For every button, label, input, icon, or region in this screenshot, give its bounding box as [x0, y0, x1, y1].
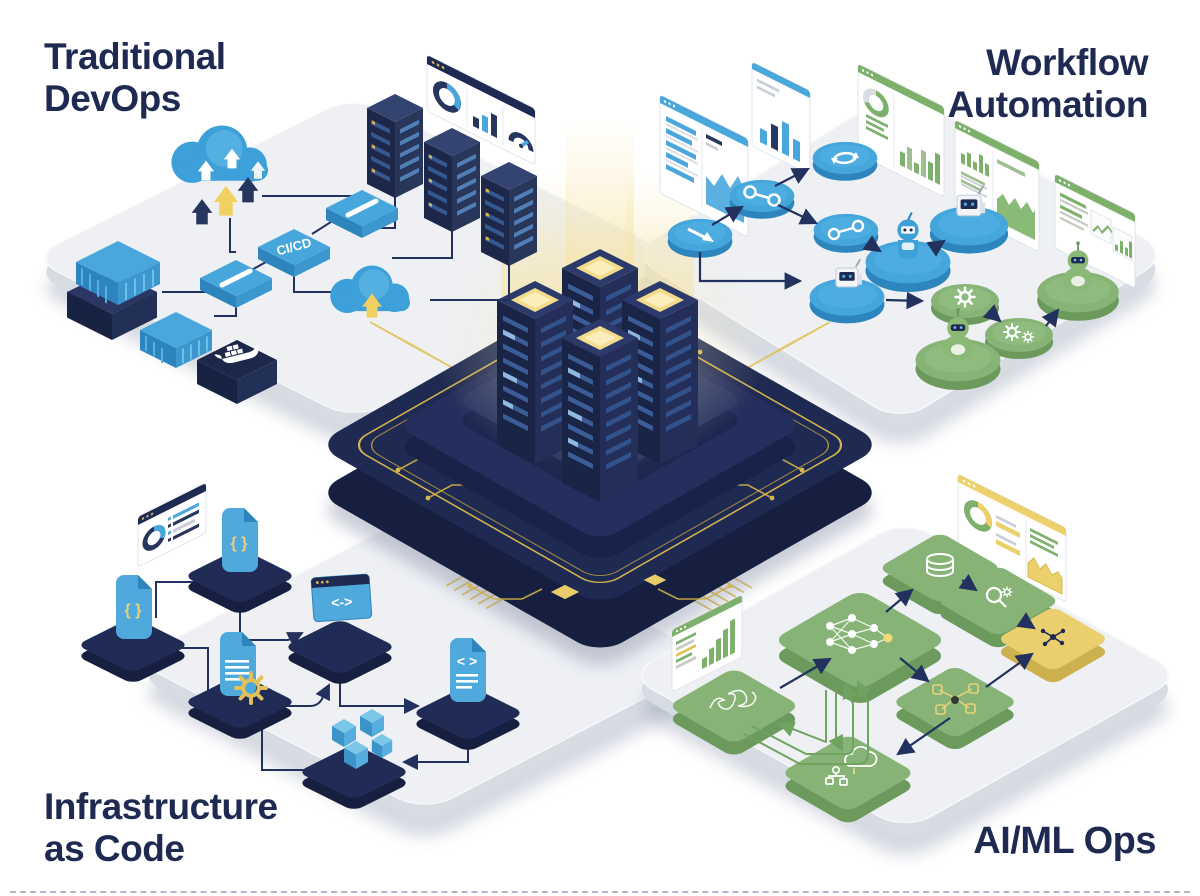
document-gear-icon — [220, 632, 268, 705]
module-dash — [219, 268, 253, 288]
server-tower-front — [562, 319, 638, 502]
step-chain-disc — [813, 213, 879, 253]
config-file-icon: { } — [222, 508, 258, 572]
label-line: DevOps — [44, 78, 181, 120]
ml-tiles — [672, 534, 1106, 823]
quadrant-workflow-automation — [659, 62, 1136, 390]
bottom-divider — [10, 891, 1190, 893]
terminal-window-icon: <-> — [310, 573, 373, 623]
step-arrow-disc — [667, 218, 733, 258]
progress-list — [666, 116, 698, 184]
chain-icon — [827, 219, 865, 241]
iac-connectors — [155, 581, 469, 771]
label-ai-ml-ops: AI/ML Ops — [973, 820, 1156, 863]
green-dashboard — [857, 64, 945, 197]
search-tuning-icon — [985, 586, 1013, 608]
bar-chart — [702, 618, 735, 669]
docker-container-icon — [197, 339, 277, 404]
list-rows — [168, 502, 199, 542]
terminal-glyph: <-> — [331, 593, 353, 610]
ml-cloud-icon — [825, 745, 878, 786]
neural-network-icon — [826, 614, 893, 654]
label-line: Automation — [947, 84, 1148, 126]
braces-glyph: { } — [231, 535, 248, 552]
pedestal — [81, 550, 520, 809]
analytics-panel — [751, 62, 811, 175]
server-rack-icon — [481, 162, 537, 266]
mlops-green-links — [743, 680, 872, 765]
green-dashboard — [1054, 174, 1136, 288]
label-traditional-devops: Traditional DevOps — [44, 36, 226, 120]
angle-glyph: < > — [457, 653, 477, 669]
label-infrastructure-as-code: Infrastructure as Code — [44, 786, 278, 870]
quadrant-ai-ml-ops — [671, 474, 1106, 823]
arrow-icon — [687, 227, 714, 242]
yellow-metrics-dashboard — [957, 474, 1067, 602]
quadrant-traditional-devops: CI/CD — [67, 55, 537, 404]
metrics-dashboard — [426, 55, 536, 165]
workflow-arrows — [698, 167, 1060, 328]
gauge-icon — [508, 132, 534, 153]
mini-bars — [1115, 240, 1132, 259]
cloud-upload-icon — [171, 125, 268, 183]
module-dash — [345, 198, 379, 218]
line-chart — [1092, 225, 1113, 234]
wave-chart — [1027, 557, 1063, 595]
server-tower-left — [497, 281, 573, 464]
shipping-container-icon — [140, 312, 212, 368]
config-file-icon: { } — [116, 575, 152, 639]
mlops-arrows — [779, 573, 1036, 756]
label-line: as Code — [44, 828, 185, 870]
label-line: Infrastructure — [44, 786, 278, 827]
container-stack-icon — [67, 241, 160, 340]
cicd-module: CI/CD — [258, 229, 330, 277]
step-link-disc — [729, 179, 795, 219]
step-refresh-disc — [812, 141, 878, 181]
feature-graph-icon — [1040, 628, 1066, 647]
braces-glyph: { } — [125, 602, 142, 619]
label-line: AI/ML Ops — [973, 820, 1156, 862]
label-line: Traditional — [44, 36, 226, 77]
donut-chart-icon — [433, 81, 461, 113]
cluster-icon — [932, 683, 979, 715]
mini-bars — [961, 152, 989, 178]
label-workflow-automation: Workflow Automation — [947, 42, 1148, 126]
bar-chart — [900, 146, 940, 186]
donut-browser-window — [137, 483, 207, 567]
database-icon — [926, 553, 954, 577]
server-rack-icon — [367, 94, 423, 198]
bar-chart-icon — [473, 113, 497, 139]
tangled-data-icon — [709, 689, 757, 710]
link-icon — [743, 185, 781, 207]
analytics-panel — [659, 95, 749, 237]
refresh-loop-icon — [831, 151, 859, 165]
server-rack-icon — [424, 128, 480, 232]
code-file-icon: < > — [450, 638, 486, 702]
bar-chart — [760, 121, 800, 163]
area-chart — [997, 194, 1035, 241]
quadrant-infrastructure-as-code: { } { } <-> < > — [81, 483, 520, 809]
label-line: Workflow — [986, 42, 1148, 83]
bar-chart-panel — [671, 595, 743, 692]
ai-core-circuit-platform — [328, 118, 872, 665]
